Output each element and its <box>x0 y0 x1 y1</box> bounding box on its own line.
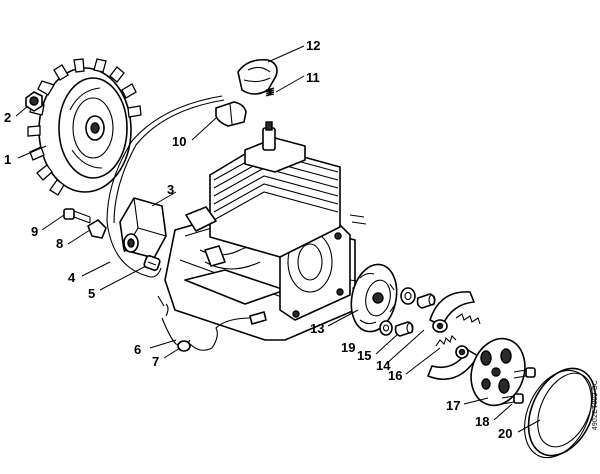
wiring-harness-part <box>157 295 267 352</box>
connector-part <box>143 255 161 271</box>
callout-20: 20 <box>498 426 512 441</box>
callout-19: 19 <box>341 340 355 355</box>
nut-part <box>25 91 43 112</box>
callout-10: 10 <box>172 134 186 149</box>
callout-15: 15 <box>357 348 371 363</box>
callout-7: 7 <box>152 354 159 369</box>
callout-4: 4 <box>68 270 76 285</box>
flywheel-part <box>27 58 142 196</box>
sleeve-14-part <box>416 293 436 309</box>
callout-2: 2 <box>4 110 11 125</box>
callout-labels: 1 2 3 4 5 6 7 8 9 10 11 12 13 14 15 16 1… <box>4 38 512 441</box>
ignition-module-part <box>119 197 167 259</box>
leader-lines <box>15 45 541 433</box>
spark-plug-cap-part <box>237 58 278 95</box>
screw-9-part <box>63 208 91 224</box>
callout-16: 16 <box>388 368 402 383</box>
callout-9: 9 <box>31 224 38 239</box>
callout-14: 14 <box>376 358 391 373</box>
sleeve-lower-part <box>394 321 414 337</box>
ignition-lead-part <box>106 95 223 278</box>
document-code: 4902ET002 SC <box>592 380 599 431</box>
clutch-shoe-upper-part <box>429 291 475 333</box>
callout-12: 12 <box>306 38 320 53</box>
boot-part <box>215 101 247 127</box>
callout-11: 11 <box>306 70 320 85</box>
engine-block-part <box>164 121 367 341</box>
clutch-plate-part <box>470 337 526 407</box>
screw-18-part <box>501 367 536 405</box>
callout-18: 18 <box>475 414 489 429</box>
clutch-drum-part <box>524 367 597 459</box>
clutch-spring-upper-part <box>455 313 481 325</box>
callout-1: 1 <box>4 152 11 167</box>
callout-8: 8 <box>56 236 63 251</box>
clutch-shoe-lower-part <box>427 345 479 380</box>
callout-3: 3 <box>167 182 174 197</box>
callout-17: 17 <box>446 398 460 413</box>
spacer-part <box>87 219 107 239</box>
spring-part <box>265 87 275 97</box>
washer-19-part <box>379 320 393 336</box>
callout-13: 13 <box>310 321 324 336</box>
callout-6: 6 <box>134 342 141 357</box>
washer-15-part <box>400 287 416 305</box>
clutch-spring-lower-part <box>435 334 457 347</box>
clutch-carrier-part <box>350 263 398 333</box>
callout-5: 5 <box>88 286 95 301</box>
